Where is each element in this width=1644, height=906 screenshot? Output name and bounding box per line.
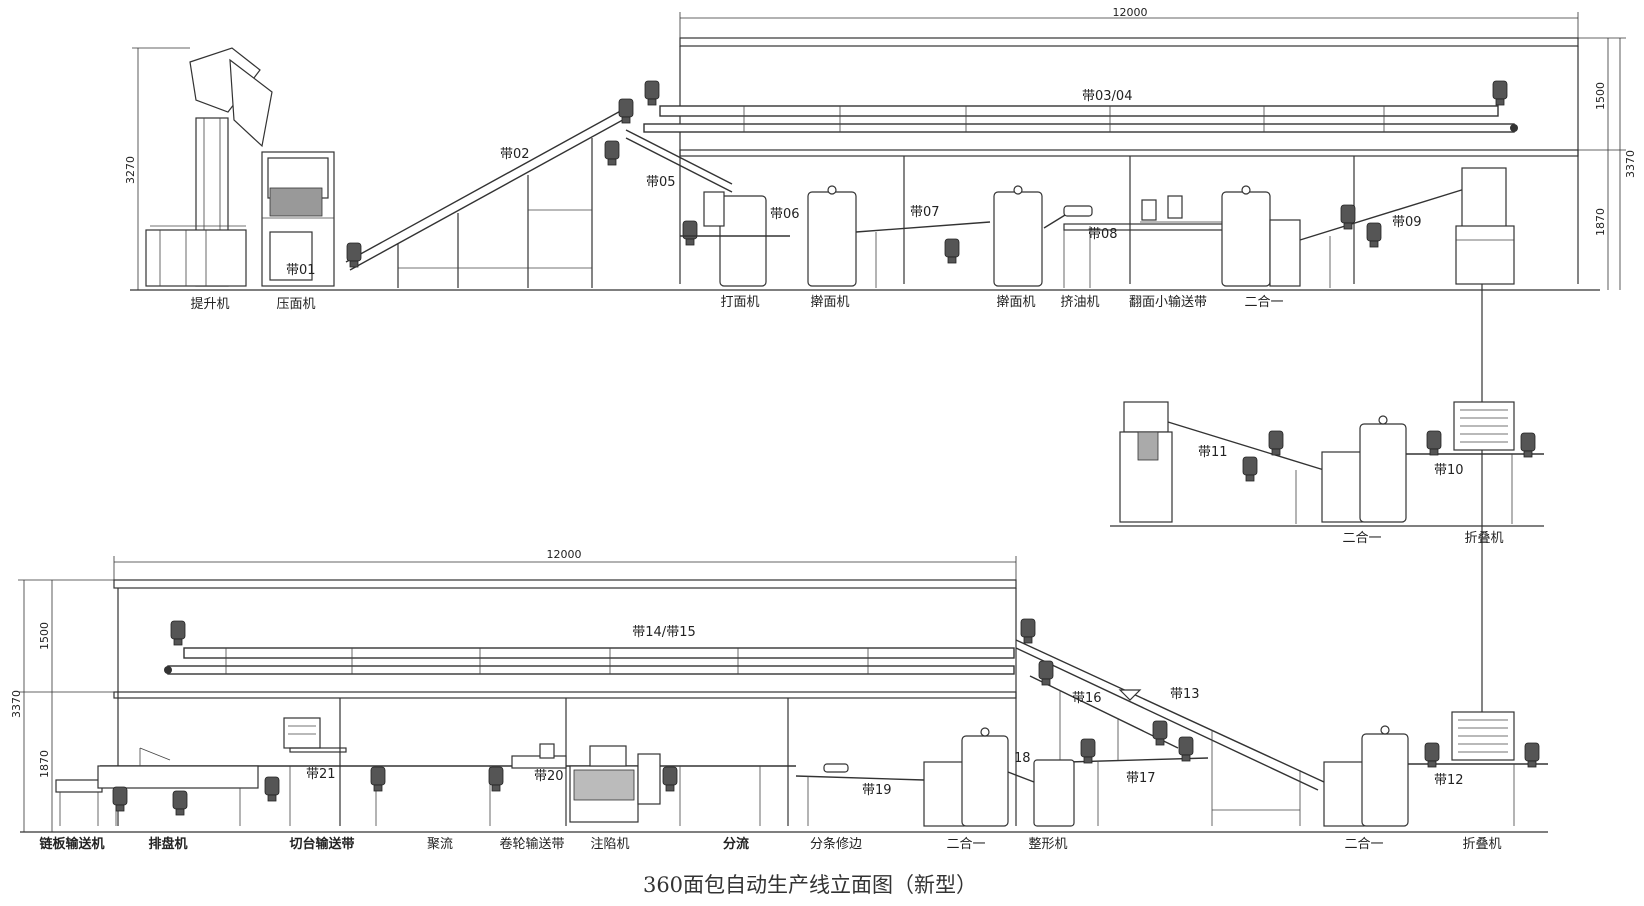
label-fold-mid: 折叠机 <box>1464 531 1503 546</box>
cut-table <box>283 717 347 753</box>
dim-top-total-label: 3370 <box>1624 150 1637 178</box>
belt-12-label: 带12 <box>1434 773 1464 788</box>
belt-1415 <box>164 620 1015 675</box>
belt-13 <box>1015 618 1325 826</box>
belt-10-label: 带10 <box>1434 463 1464 478</box>
belt-16-label: 带16 <box>1072 691 1102 706</box>
sheeter-machine-1 <box>807 185 857 287</box>
belt-11-label: 带11 <box>1198 445 1228 460</box>
label-flip: 翻面小输送带 <box>1129 294 1207 310</box>
belt-08-label: 带08 <box>1088 227 1118 242</box>
bottom-line: 1500 1870 3370 12000 带14/带15 <box>10 548 1548 852</box>
flip-conveyor <box>1140 195 1224 223</box>
label-tray: 排盘机 <box>148 836 187 852</box>
roller-conveyor <box>511 743 567 769</box>
dim-top-upper-label: 1500 <box>1594 82 1607 110</box>
dim-bot-width: 12000 <box>113 548 1017 580</box>
belt-0304 <box>643 80 1518 133</box>
chain-conveyor <box>55 779 103 826</box>
label-mixer: 打面机 <box>720 295 759 310</box>
filler-machine <box>569 745 661 823</box>
belt-16 <box>1029 660 1179 760</box>
label-filler: 注陷机 <box>590 837 629 852</box>
shaper-machine <box>1033 759 1075 827</box>
belt-09-label: 带09 <box>1392 215 1422 230</box>
fold-machine-bot <box>1451 711 1515 761</box>
sheeter-machine-2 <box>993 185 1043 287</box>
dim-top-width-label: 12000 <box>1113 6 1148 19</box>
belt-13-label: 带13 <box>1170 687 1200 702</box>
label-sheeter-1: 擀面机 <box>810 295 849 310</box>
label-shaper: 整形机 <box>1028 837 1067 852</box>
dim-bot-total-label: 3370 <box>10 690 23 718</box>
dim-bot-lower-label: 1870 <box>38 750 51 778</box>
label-trim: 分条修边 <box>810 836 862 852</box>
belt-21-label: 带21 <box>306 767 336 782</box>
dim-top-lift: 3270 <box>124 47 190 290</box>
belt-02 <box>345 80 660 288</box>
belt-06-label: 带06 <box>770 207 800 222</box>
middle-left-machine <box>1119 401 1173 523</box>
label-roll: 卷轮输送带 <box>499 836 564 852</box>
oil-machine <box>1043 205 1225 288</box>
dim-bot-upper-label: 1500 <box>38 622 51 650</box>
label-combine-bot-2: 二合一 <box>1344 837 1383 852</box>
belt-11 <box>1167 421 1325 524</box>
dim-top-lift-label: 3270 <box>124 156 137 184</box>
belt-07 <box>855 221 991 288</box>
label-split: 分流 <box>723 836 749 852</box>
dim-top-width: 12000 <box>679 6 1579 40</box>
dim-top-lower-label: 1870 <box>1594 208 1607 236</box>
belt-18-label: 18 <box>1014 751 1031 766</box>
label-press: 压面机 <box>276 297 315 312</box>
label-gather: 聚流 <box>427 837 453 852</box>
label-combine-mid: 二合一 <box>1342 531 1381 546</box>
tray-machine <box>97 747 259 826</box>
belt-19 <box>795 763 925 826</box>
belt-12 <box>1408 742 1548 826</box>
fold-machine-mid <box>1453 401 1515 451</box>
combine-machine-bot-2 <box>1323 725 1409 827</box>
label-chain: 链板输送机 <box>38 836 104 852</box>
dim-top-right: 1500 1870 3370 <box>1578 37 1637 290</box>
belt-02-label: 带02 <box>500 147 530 162</box>
belt-07-label: 带07 <box>910 205 940 220</box>
mixer-machine <box>680 191 790 287</box>
belt-01-label: 带01 <box>286 263 316 278</box>
top-line: 3270 带01 带02 <box>124 6 1637 712</box>
label-cut: 切台输送带 <box>289 836 354 852</box>
belt-05-label: 带05 <box>646 175 676 190</box>
label-combine-top: 二合一 <box>1244 295 1283 310</box>
belt-1415-label: 带14/带15 <box>632 625 695 640</box>
belt-17-label: 带17 <box>1126 771 1156 786</box>
label-combine-bot-1: 二合一 <box>946 837 985 852</box>
combine-machine-top <box>1221 185 1301 287</box>
belt-0304-label: 带03/04 <box>1082 89 1132 104</box>
label-fold-bot: 折叠机 <box>1462 837 1501 852</box>
combine-machine-bot-1 <box>923 727 1035 827</box>
label-lift: 提升机 <box>190 296 229 312</box>
belt-19-label: 带19 <box>862 783 892 798</box>
combine-machine-mid <box>1321 415 1407 523</box>
belt-20-label: 带20 <box>534 769 564 784</box>
lift-machine <box>145 47 273 287</box>
dim-bot-left: 1500 1870 3370 <box>10 579 118 832</box>
middle-line: 带11 带10 二合一 折叠机 <box>1110 401 1544 546</box>
belt-10 <box>1406 430 1544 524</box>
belt-05 <box>604 129 733 193</box>
label-sheeter-2: 擀面机 <box>996 295 1035 310</box>
press-machine <box>261 151 335 287</box>
dim-bot-width-label: 12000 <box>547 548 582 561</box>
belt-09 <box>1299 187 1469 288</box>
diagram-title: 360面包自动生产线立面图（新型） <box>643 873 977 897</box>
label-oil: 挤油机 <box>1060 295 1099 310</box>
fold-machine-top <box>1455 167 1515 285</box>
belt-17 <box>1067 736 1209 826</box>
